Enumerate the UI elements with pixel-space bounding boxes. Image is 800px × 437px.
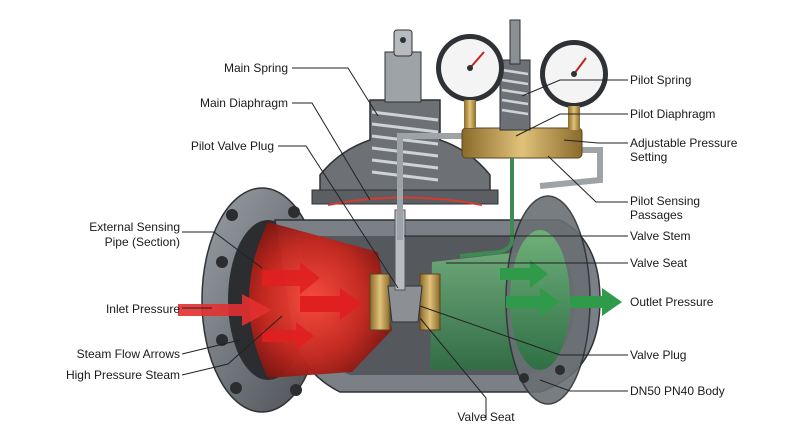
- label-adjustable-pressure-2: Setting: [630, 150, 668, 164]
- label-valve-stem: Valve Stem: [630, 229, 691, 243]
- outlet-pressure-arrow: [570, 288, 622, 316]
- label-steam-flow-arrows: Steam Flow Arrows: [76, 347, 180, 361]
- leader-lines: [181, 67, 628, 420]
- label-main-spring: Main Spring: [223, 61, 288, 75]
- steam-flow-arrows: [262, 262, 362, 350]
- label-pilot-sensing-1: Pilot Sensing: [630, 194, 701, 208]
- label-pilot-valve-plug: Pilot Valve Plug: [190, 139, 274, 153]
- label-body-spec: DN50 PN40 Body: [630, 384, 725, 398]
- label-external-sensing-pipe-1: External Sensing: [89, 220, 180, 234]
- valve-seat-assembly: [369, 209, 441, 331]
- label-pilot-diaphragm: Pilot Diaphragm: [630, 107, 716, 121]
- left-pressure-gauge: [436, 34, 504, 128]
- label-inlet-pressure: Inlet Pressure: [105, 302, 180, 316]
- label-high-pressure-steam: High Pressure Steam: [65, 368, 180, 382]
- pilot-assembly: [459, 19, 583, 258]
- label-main-diaphragm: Main Diaphragm: [199, 96, 288, 110]
- external-sensing-pipe: [397, 133, 603, 240]
- right-pressure-gauge: [540, 40, 608, 130]
- label-pilot-sensing-2: Passages: [630, 208, 683, 222]
- label-outlet-pressure: Outlet Pressure: [630, 295, 714, 309]
- bonnet: [311, 29, 499, 206]
- inlet-pressure-arrow: [178, 294, 272, 326]
- label-external-sensing-pipe-2: Pipe (Section): [104, 235, 180, 249]
- label-valve-seat-right: Valve Seat: [630, 256, 688, 270]
- label-valve-plug: Valve Plug: [630, 348, 687, 362]
- label-pilot-spring: Pilot Spring: [630, 73, 692, 87]
- label-valve-seat-bottom: Valve Seat: [457, 410, 515, 424]
- label-adjustable-pressure-1: Adjustable Pressure: [630, 136, 738, 150]
- outlet-flow-arrows: [500, 260, 560, 316]
